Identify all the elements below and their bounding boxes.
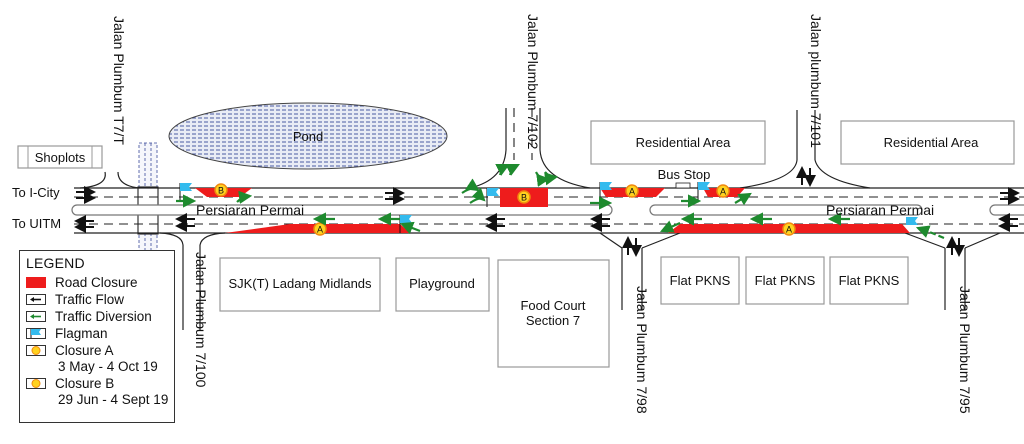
legend-title: LEGEND <box>26 255 85 271</box>
school: SJK(T) Ladang Midlands <box>219 257 381 312</box>
legend-label-closure-b: Closure B <box>55 376 115 391</box>
legend-item-traffic-diversion: Traffic Diversion <box>26 308 168 325</box>
legend-label-traffic-diversion: Traffic Diversion <box>55 309 152 324</box>
food-court: Food Court Section 7 <box>497 259 610 368</box>
closure-b-marker-icon <box>26 378 46 389</box>
label-jalan-plumbum-7102: Jalan Plumbum 7/102 <box>525 14 541 150</box>
svg-text:Flat PKNS: Flat PKNS <box>839 273 900 288</box>
svg-text:Flat PKNS: Flat PKNS <box>755 273 816 288</box>
legend: LEGEND Road Closure Traffic Flow Traffic… <box>19 250 175 423</box>
label-jalan-plumbum-7100: Jalan Plumbum 7/100 <box>193 252 209 388</box>
drain <box>137 142 159 256</box>
legend-item-traffic-flow: Traffic Flow <box>26 291 168 308</box>
marker-a-3: A <box>313 222 327 236</box>
label-jalan-plumbum-798: Jalan Plumbum 7/98 <box>634 286 650 414</box>
marker-a-4: A <box>782 222 796 236</box>
side-road-t7t <box>79 171 141 189</box>
legend-label-flagman: Flagman <box>55 326 108 341</box>
svg-text:Food Court: Food Court <box>520 298 585 313</box>
traffic-flow-arrows <box>74 166 1020 257</box>
legend-label-traffic-flow: Traffic Flow <box>55 292 125 307</box>
svg-text:SJK(T) Ladang Midlands: SJK(T) Ladang Midlands <box>228 276 372 291</box>
svg-text:A: A <box>317 225 323 235</box>
side-road-798 <box>599 232 681 310</box>
svg-text:Bus Stop: Bus Stop <box>658 167 711 182</box>
label-jalan-plumbum-7101: Jalan plumbum 7/101 <box>808 14 824 148</box>
flat-pkns-1: Flat PKNS <box>660 256 740 305</box>
bus-stop: Bus Stop <box>658 167 711 189</box>
legend-item-closure-a: Closure A <box>26 342 168 359</box>
road-closure-swatch-icon <box>26 277 46 288</box>
legend-item-closure-b: Closure B <box>26 375 168 392</box>
median-middle <box>649 204 923 216</box>
traffic-diversion-arrows <box>176 164 945 240</box>
flagman-flag-icon <box>26 328 46 339</box>
svg-text:B: B <box>521 193 527 203</box>
label-to-uitm: To UITM <box>12 216 61 231</box>
label-to-icity: To I-City <box>12 185 60 200</box>
svg-text:A: A <box>786 225 792 235</box>
svg-text:B: B <box>218 186 224 196</box>
playground: Playground <box>395 257 490 312</box>
shoplots-label: Shoplots <box>35 150 86 165</box>
traffic-diversion-arrow-icon <box>26 311 46 322</box>
svg-text:Residential Area: Residential Area <box>884 135 979 150</box>
svg-text:Residential Area: Residential Area <box>636 135 731 150</box>
label-persiaran-permai-1: Persiaran Permai <box>196 202 304 218</box>
legend-closure-a-dates: 3 May - 4 Oct 19 <box>58 359 158 374</box>
traffic-flow-arrow-icon <box>26 294 46 305</box>
side-road-7101 <box>739 110 871 189</box>
side-road-795 <box>904 232 1001 310</box>
residential-area-1: Residential Area <box>590 120 766 165</box>
flat-pkns-2: Flat PKNS <box>745 256 825 305</box>
svg-text:Playground: Playground <box>409 276 475 291</box>
legend-item-flagman: Flagman <box>26 325 168 342</box>
svg-text:A: A <box>629 187 635 197</box>
marker-b-2: B <box>517 190 531 204</box>
closure-a-marker-icon <box>26 345 46 356</box>
median-east <box>989 204 1024 216</box>
flagman-6 <box>906 217 918 225</box>
label-persiaran-permai-2: Persiaran Permai <box>826 202 934 218</box>
legend-label-road-closure: Road Closure <box>55 275 138 290</box>
flagmen <box>179 182 918 233</box>
label-jalan-plumbum-t7t: Jalan Plumbum T7/T <box>111 16 127 145</box>
median-west <box>71 204 613 216</box>
legend-label-closure-a: Closure A <box>55 343 114 358</box>
flagman-2 <box>486 188 499 207</box>
residential-area-2: Residential Area <box>840 120 1015 165</box>
legend-item-road-closure: Road Closure <box>26 274 168 291</box>
shoplots: Shoplots <box>17 145 103 169</box>
label-jalan-plumbum-795: Jalan Plumbum 7/95 <box>957 286 973 414</box>
closure-markers: B B A A A A <box>214 183 796 236</box>
pond-label: Pond <box>293 129 323 144</box>
svg-text:A: A <box>720 187 726 197</box>
side-road-7100 <box>159 232 226 330</box>
svg-text:Section 7: Section 7 <box>526 313 580 328</box>
pond: Pond <box>168 102 448 170</box>
marker-a-1: A <box>625 184 639 198</box>
legend-closure-b-dates: 29 Jun - 4 Sept 19 <box>58 392 169 407</box>
flat-pkns-3: Flat PKNS <box>829 256 909 305</box>
marker-a-2: A <box>716 184 730 198</box>
svg-text:Flat PKNS: Flat PKNS <box>670 273 731 288</box>
marker-b-1: B <box>214 183 228 197</box>
flagman-1 <box>179 183 192 200</box>
